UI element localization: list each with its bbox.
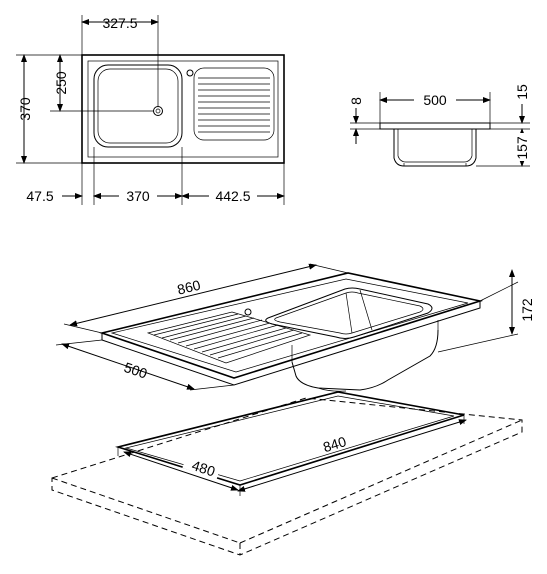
sink-edge <box>101 301 481 386</box>
dim-line-840 <box>237 419 467 492</box>
bowl-top <box>93 64 183 148</box>
sink-outline-top <box>81 54 285 164</box>
dim-label-172: 172 <box>519 298 535 322</box>
dim-label-327: 327.5 <box>102 15 137 31</box>
dim-label-370-bottom: 370 <box>126 188 150 204</box>
tap-hole <box>186 69 194 77</box>
bowl-inner-top <box>97 68 179 144</box>
drainer-ribs-top <box>193 67 275 141</box>
dim-label-442: 442.5 <box>215 188 250 204</box>
bowl-body-iso <box>291 329 439 391</box>
drain-inner-top <box>155 108 161 114</box>
dim-label-157: 157 <box>514 136 530 160</box>
dim-label-840: 840 <box>321 433 348 455</box>
dim-label-500-side: 500 <box>423 92 447 108</box>
side-view: 500 8 15 157 <box>348 84 530 167</box>
dim-label-480: 480 <box>190 457 217 480</box>
dim-label-250: 250 <box>53 71 69 95</box>
dim-label-15: 15 <box>514 84 530 100</box>
tap-hole-iso <box>244 308 252 316</box>
dim-line-480 <box>123 451 239 491</box>
dim-label-500-iso: 500 <box>122 359 149 382</box>
dim-label-860: 860 <box>176 277 203 298</box>
dim-line-500-iso <box>61 343 195 390</box>
dim-line-860 <box>69 263 317 327</box>
top-view: 327.5 250 370 47.5 370 442.5 <box>16 15 285 205</box>
bowl-side <box>393 129 477 167</box>
sink-inner-rim-top <box>87 60 279 158</box>
isometric-view: 860 500 172 <box>55 263 535 392</box>
dim-label-8: 8 <box>348 97 364 105</box>
countertop-outline <box>51 397 523 556</box>
cutout-outline <box>115 391 465 486</box>
dim-label-47: 47.5 <box>26 188 53 204</box>
dim-label-370-vertical: 370 <box>17 97 33 121</box>
flange-side <box>379 122 491 130</box>
cutout-view: 840 480 <box>51 391 523 556</box>
drain-top <box>153 106 163 116</box>
drainer-ribs-iso <box>146 311 312 364</box>
